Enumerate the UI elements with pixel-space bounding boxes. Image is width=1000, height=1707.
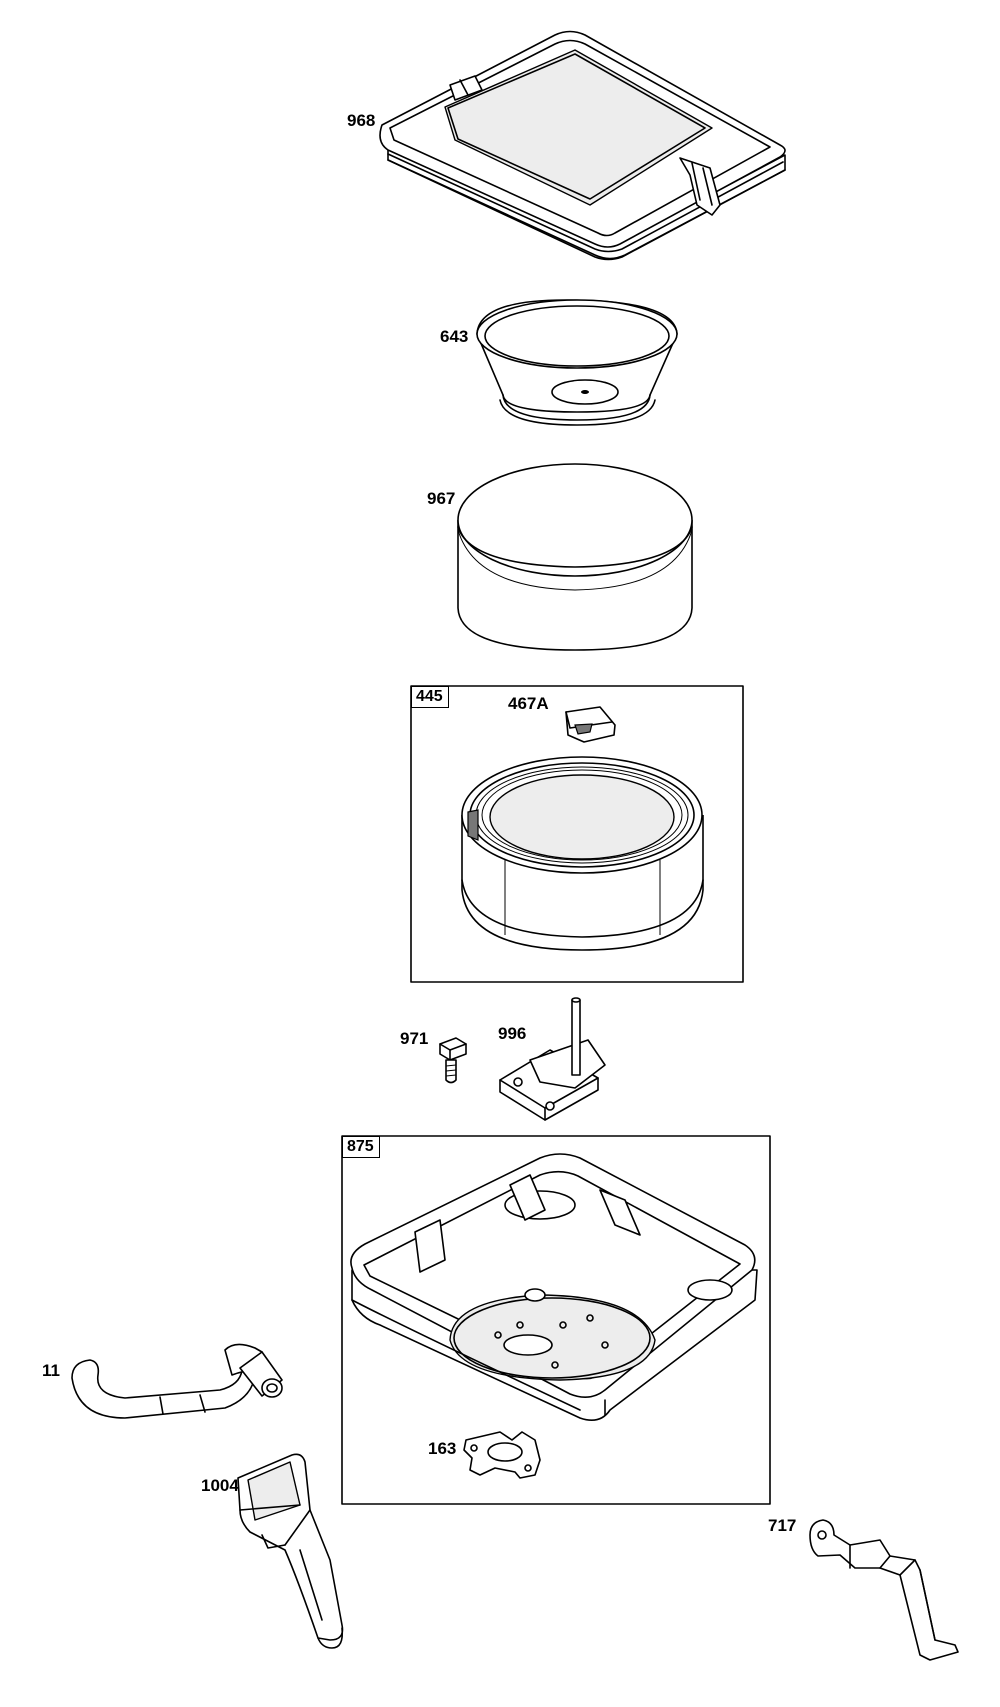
callout-968: 968 (347, 111, 376, 130)
callout-445: 445 (411, 686, 449, 708)
part-467a-knob (565, 706, 616, 743)
part-445-air-filter-cartridge (461, 756, 704, 951)
callout-11: 11 (42, 1361, 60, 1380)
callout-163: 163 (428, 1439, 457, 1458)
callout-717: 717 (768, 1516, 797, 1535)
callout-967: 967 (427, 489, 456, 508)
part-996-breather-assembly (499, 997, 606, 1121)
part-968-air-cleaner-cover (379, 30, 786, 261)
part-967-foam-ring (457, 463, 693, 651)
callout-875: 875 (342, 1136, 380, 1158)
callout-467a: 467A (508, 694, 549, 713)
part-971-screw (439, 1037, 467, 1084)
callout-996: 996 (498, 1024, 527, 1043)
part-1004-air-duct (237, 1453, 344, 1649)
part-11-breather-tube (71, 1343, 283, 1419)
callout-643: 643 (440, 327, 469, 346)
part-875-frame (341, 1135, 771, 1505)
callout-971: 971 (400, 1029, 429, 1048)
callout-1004: 1004 (201, 1476, 239, 1495)
part-445-frame (410, 685, 744, 983)
part-643-precleaner (476, 299, 678, 426)
part-163-gasket (463, 1431, 541, 1479)
part-875-air-cleaner-base (350, 1153, 758, 1421)
part-717-bracket (809, 1519, 959, 1661)
